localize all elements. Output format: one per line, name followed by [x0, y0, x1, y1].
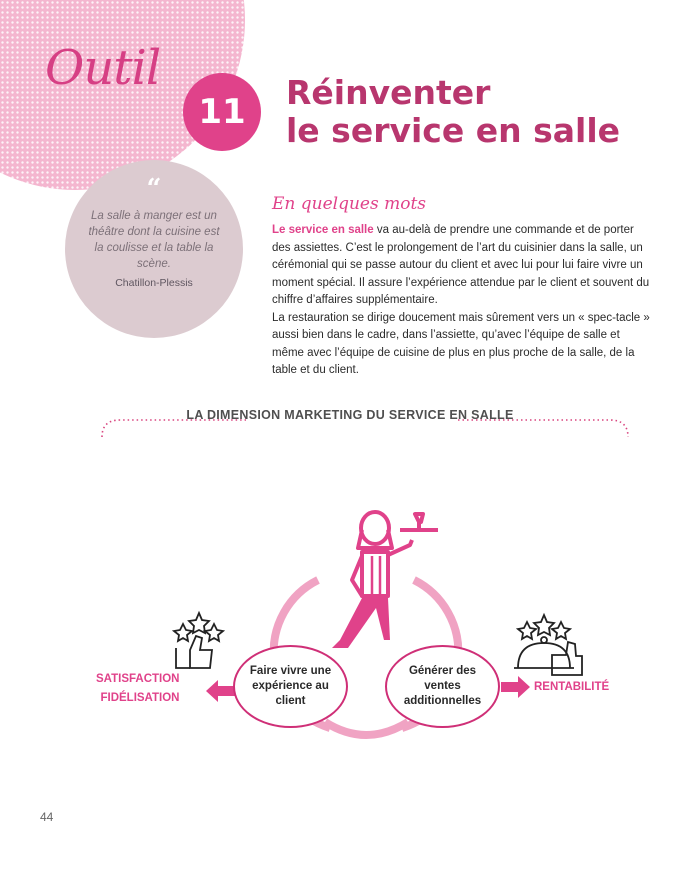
- highlight-term: Le service en salle: [272, 224, 374, 236]
- page-number: 44: [40, 810, 54, 824]
- rentabilite-label: RENTABILITÉ: [534, 681, 610, 693]
- page-title: Réinventer le service en salle: [286, 74, 620, 150]
- arrow-right-icon: [501, 676, 530, 698]
- thumbs-up-stars-icon: [171, 610, 226, 669]
- experience-bubble: Faire vivre une expérience au client: [233, 645, 348, 728]
- waitress-legs: [332, 598, 390, 648]
- intro-text: Le service en salle va au-delà de prendr…: [272, 222, 650, 380]
- waitress-with-tray-icon: [350, 510, 438, 598]
- experience-bubble-text: Faire vivre une expérience au client: [249, 665, 332, 707]
- sales-bubble-text: Générer des ventes additionnelles: [403, 665, 482, 707]
- quote-author: Chatillon-Plessis: [115, 277, 193, 289]
- fidelisation-line: FIDÉLISATION: [100, 692, 180, 704]
- tool-number-badge: 11: [183, 73, 261, 151]
- intro-paragraph-2: La restauration se dirige doucement mais…: [272, 311, 650, 377]
- title-line-1: Réinventer: [286, 73, 491, 112]
- quote-mark-icon: “: [146, 174, 162, 204]
- quote-bubble: “ La salle à manger est un théâtre dont …: [65, 160, 243, 338]
- arrow-left-icon: [206, 680, 240, 702]
- satisfaction-line: SATISFACTION: [96, 673, 180, 685]
- satisfaction-label: SATISFACTION FIDÉLISATION: [96, 670, 179, 708]
- section-heading: En quelques mots: [272, 194, 427, 214]
- title-line-2: le service en salle: [286, 111, 621, 150]
- intro-paragraph-1: Le service en salle va au-delà de prendr…: [272, 222, 650, 310]
- quote-text: La salle à manger est un théâtre dont la…: [88, 210, 220, 270]
- cloche-thumbs-up-stars-icon: [514, 612, 583, 676]
- tool-label: Outil: [45, 40, 161, 96]
- sales-bubble: Générer des ventes additionnelles: [385, 645, 500, 728]
- paragraph-1-text: va au-delà de prendre une commande et de…: [272, 224, 650, 306]
- diagram-title: LA DIMENSION MARKETING DU SERVICE EN SAL…: [186, 408, 514, 422]
